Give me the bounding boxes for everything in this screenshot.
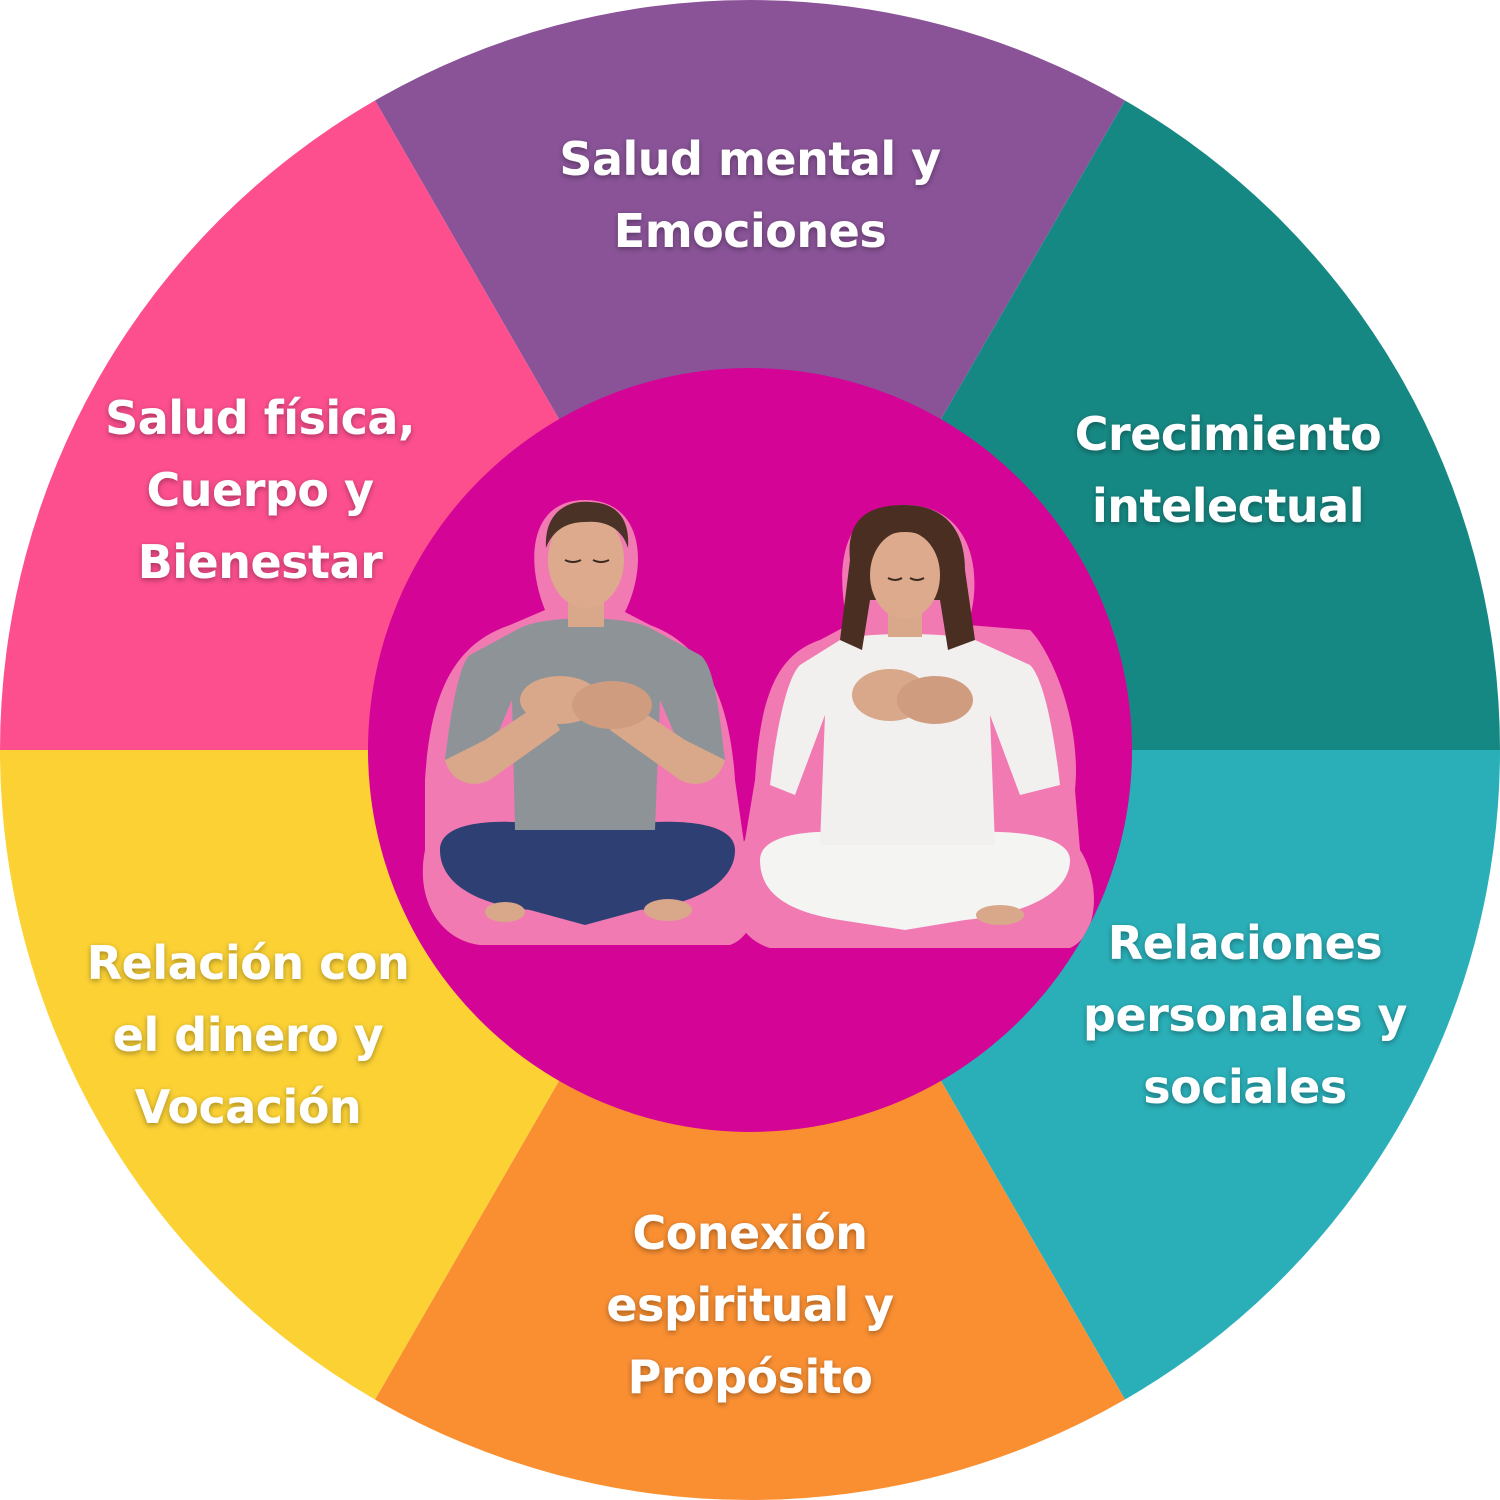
segment-label-line: Vocación [135, 1080, 361, 1134]
segment-label-line: Relación con [87, 936, 409, 990]
segment-label-line: intelectual [1092, 479, 1364, 533]
segment-label-line: Salud física, [105, 391, 415, 445]
woman-figure [760, 505, 1070, 930]
segment-label-fisica: Salud física, Cuerpo y Bienestar [105, 391, 415, 589]
segment-label-line: Relaciones [1108, 916, 1382, 970]
segment-label-mental: Salud mental y Emociones [559, 132, 941, 258]
segment-label-dinero: Relación con el dinero y Vocación [87, 936, 409, 1134]
segment-label-line: espiritual y [606, 1278, 894, 1332]
segment-label-line: Conexión [632, 1206, 867, 1260]
segment-label-intelectual: Crecimiento intelectual [1075, 407, 1381, 533]
segment-label-line: sociales [1143, 1060, 1346, 1114]
segment-label-line: Crecimiento [1075, 407, 1381, 461]
segment-label-line: Emociones [614, 204, 886, 258]
man-figure [440, 501, 735, 925]
segment-label-espiritual: Conexión espiritual y Propósito [606, 1206, 894, 1404]
segment-label-line: el dinero y [113, 1008, 384, 1062]
segment-label-line: personales y [1083, 988, 1407, 1042]
segment-label-line: Bienestar [138, 535, 383, 589]
segment-label-line: Propósito [628, 1350, 873, 1404]
segment-label-relaciones: Relaciones personales y sociales [1083, 916, 1407, 1114]
meditating-people-image [422, 500, 1094, 948]
segment-label-line: Cuerpo y [147, 463, 374, 517]
segment-label-line: Salud mental y [559, 132, 941, 186]
